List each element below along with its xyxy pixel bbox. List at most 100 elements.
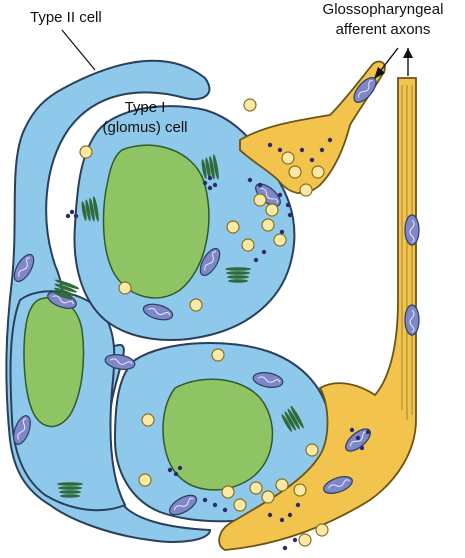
er-cisterna xyxy=(89,197,95,222)
granule-dot xyxy=(279,517,285,523)
mitochondrion xyxy=(404,214,420,246)
mitochondrion-body xyxy=(168,494,198,516)
mitochondrion-body xyxy=(404,304,420,336)
type1-upper-nucleus xyxy=(102,144,210,299)
vesicle xyxy=(299,183,313,197)
mitochondrion-body xyxy=(252,372,284,388)
granule-dot xyxy=(212,182,218,188)
granule-dot xyxy=(167,467,173,473)
mitochondrion xyxy=(168,494,198,516)
granule-dot xyxy=(355,435,361,441)
vesicle xyxy=(221,485,235,499)
granule-dot xyxy=(287,212,293,218)
mitochondrion-cristae xyxy=(18,257,31,277)
granule-dot xyxy=(202,180,208,186)
granule-dot xyxy=(277,147,283,153)
er-cisterna xyxy=(209,155,215,180)
label-type1-line2: (glomus) cell xyxy=(102,119,187,136)
vesicles-group xyxy=(79,98,329,547)
granule-dot xyxy=(222,507,228,513)
granule-dot xyxy=(253,257,259,263)
granule-dot xyxy=(365,429,371,435)
vesicle xyxy=(141,413,155,427)
mitochondrion-cristae xyxy=(260,188,278,203)
mitochondrion-cristae xyxy=(148,307,171,316)
vesicle xyxy=(261,218,275,232)
granule-dot xyxy=(212,502,218,508)
er-cisterna xyxy=(85,199,91,222)
axon-fiber-lines xyxy=(401,85,413,420)
glosso-arrow-left xyxy=(377,47,399,75)
mitochondrion-cristae xyxy=(52,295,74,305)
glosso-arrowhead-right xyxy=(403,48,413,58)
er-stack xyxy=(201,154,219,180)
er-cisterna xyxy=(228,279,248,283)
vesicle xyxy=(118,281,132,295)
vesicle xyxy=(315,523,329,537)
vesicle xyxy=(249,481,263,495)
mitochondrion-cristae xyxy=(409,309,415,333)
er-cisterna xyxy=(205,157,211,180)
mitochondrion-cristae xyxy=(358,80,373,98)
er-stack xyxy=(53,279,80,300)
vesicle xyxy=(311,165,325,179)
granule-dot xyxy=(287,512,293,518)
vesicle xyxy=(273,233,287,247)
vesicle xyxy=(189,298,203,312)
granule-dot xyxy=(173,471,179,477)
granule-dot xyxy=(309,157,315,163)
label-glosso-line1: Glossopharyngeal xyxy=(323,1,444,18)
mitochondrion-body xyxy=(404,214,420,246)
er-cisterna xyxy=(54,283,77,293)
label-type2-cell: Type II cell xyxy=(30,9,102,26)
granule-dot xyxy=(73,213,79,219)
type2-lower-nucleus xyxy=(23,296,85,428)
vesicle xyxy=(243,98,257,112)
er-cisterna xyxy=(60,494,80,498)
granule-dots-group xyxy=(65,137,371,551)
mitochondrion-cristae xyxy=(349,431,368,447)
granule-dot xyxy=(319,147,325,153)
mitochondrion-cristae xyxy=(328,479,350,489)
granule-dot xyxy=(282,545,288,551)
granule-dot xyxy=(247,177,253,183)
mitochondrion-cristae xyxy=(17,418,27,440)
granule-dot xyxy=(257,182,263,188)
er-cisterna xyxy=(213,154,219,180)
er-cisterna xyxy=(290,405,304,429)
granule-dot xyxy=(277,192,283,198)
granule-dot xyxy=(285,202,291,208)
vesicle xyxy=(275,478,289,492)
granule-dot xyxy=(292,537,298,543)
er-cisterna xyxy=(81,201,87,221)
vesicle xyxy=(305,443,319,457)
er-cisterna xyxy=(93,196,99,222)
mitochondria-group xyxy=(13,77,420,516)
type2-leader-line xyxy=(61,29,96,71)
mitochondrion-cristae xyxy=(173,497,194,511)
label-type1-line1: Type I xyxy=(125,99,166,116)
endoplasmic-reticulum-group xyxy=(53,154,304,498)
er-cisterna xyxy=(281,414,293,432)
vesicle xyxy=(293,483,307,497)
er-cisterna xyxy=(284,411,296,431)
mitochondrion xyxy=(404,304,420,336)
glosso-arrowhead-left xyxy=(374,67,385,79)
er-cisterna xyxy=(53,291,73,300)
mitochondrion xyxy=(252,372,284,388)
vesicle xyxy=(298,533,312,547)
mitochondrion-cristae xyxy=(109,358,133,365)
mitochondrion xyxy=(13,253,35,283)
mitochondrion-cristae xyxy=(409,219,415,243)
er-stack xyxy=(57,482,83,498)
vesicle xyxy=(281,151,295,165)
granule-dot xyxy=(267,142,273,148)
er-cisterna xyxy=(227,275,249,279)
mitochondrion xyxy=(13,415,31,445)
er-cisterna xyxy=(57,482,83,486)
mitochondrion-body xyxy=(104,354,136,370)
vesicle xyxy=(211,348,225,362)
er-cisterna xyxy=(226,271,250,275)
granule-dot xyxy=(359,445,365,451)
